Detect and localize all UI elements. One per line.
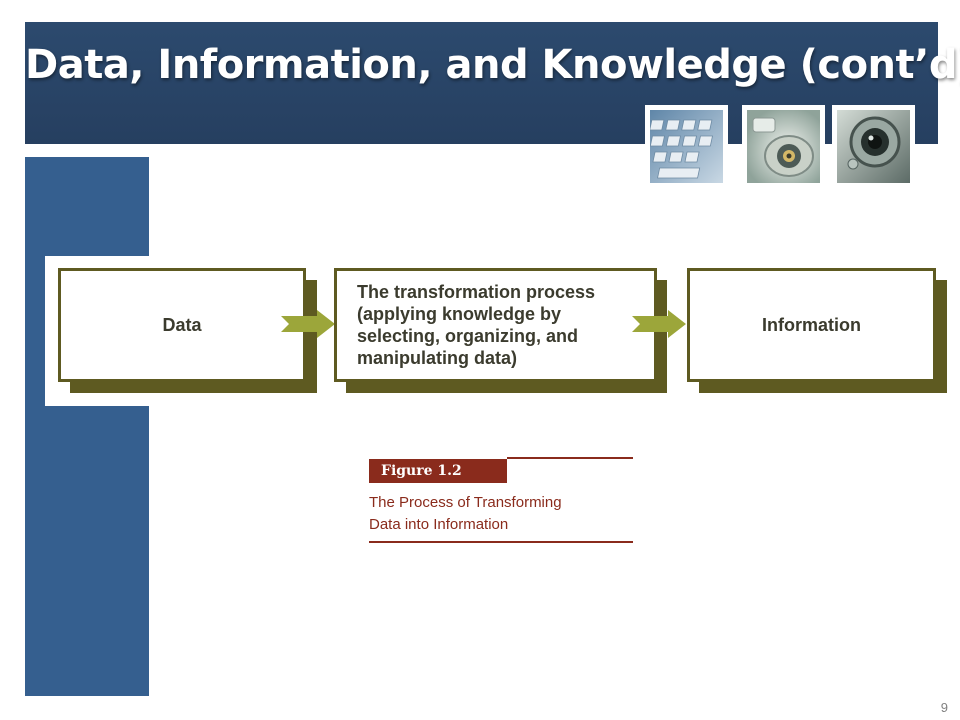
arrow-right-icon — [632, 310, 686, 338]
transformation-line-3: selecting, organizing, and — [357, 326, 579, 346]
caption-top-rule — [507, 457, 633, 459]
figure-caption: The Process of Transforming Data into In… — [369, 492, 639, 536]
figure-caption-line-2: Data into Information — [369, 516, 509, 533]
keyboard-photo-icon — [645, 105, 728, 188]
transformation-line-2: (applying knowledge by — [357, 304, 562, 324]
figure-tag: Figure 1.2 — [369, 459, 507, 483]
data-box-label: Data — [162, 314, 202, 335]
slide-number: 9 — [940, 700, 948, 715]
transformation-line-4: manipulating data) — [357, 348, 518, 368]
data-box: Data — [58, 268, 306, 382]
slide-title: Data, Information, and Knowledge (cont’d… — [25, 42, 960, 88]
camera-dial-photo-icon — [742, 105, 825, 188]
information-box-label: Information — [762, 314, 861, 335]
transformation-line-1: The transformation process — [357, 282, 596, 302]
arrow-right-icon — [281, 310, 335, 338]
transformation-box-label: The transformation process (applying kno… — [357, 281, 595, 369]
caption-bottom-rule — [369, 541, 633, 543]
information-box: Information — [687, 268, 936, 382]
transformation-box: The transformation process (applying kno… — [334, 268, 657, 382]
camera-lens-photo-icon — [832, 105, 915, 188]
figure-caption-line-1: The Process of Transforming — [369, 494, 562, 511]
sidebar-band — [25, 157, 149, 696]
